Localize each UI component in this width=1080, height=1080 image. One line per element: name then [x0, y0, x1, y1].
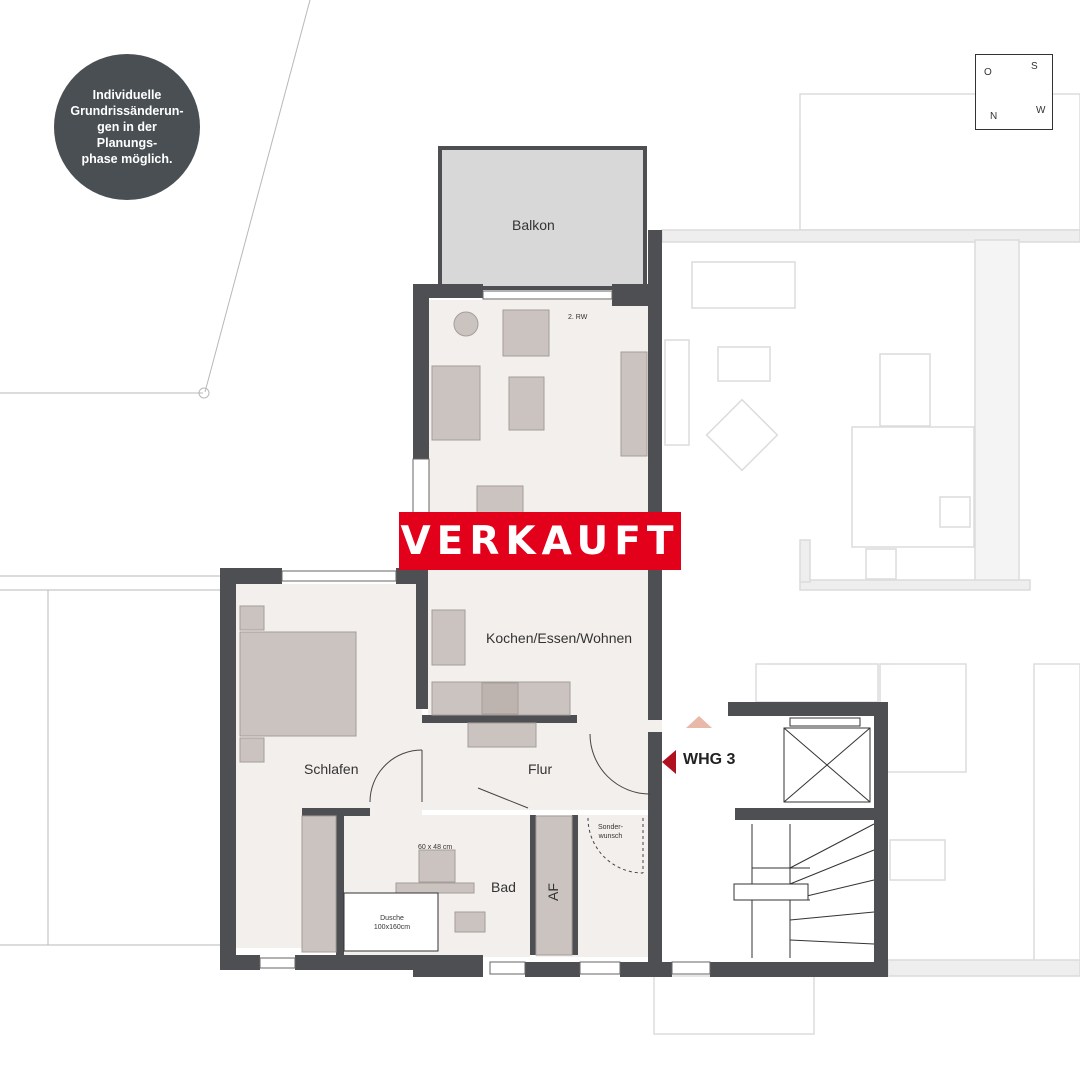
note-text: Individuelle Grundrissänderun- gen in de… [70, 88, 184, 166]
balcony [438, 146, 647, 290]
furniture [239, 309, 648, 956]
sink-size-note: 60 x 48 cm [418, 844, 453, 851]
dusche-note: Dusche 100x160cm [373, 915, 411, 931]
compass-letter-o: O [984, 67, 992, 78]
compass-letter-n: N [990, 111, 998, 122]
window-note: 2. RW [568, 314, 588, 321]
compass-letter-s: S [1031, 61, 1038, 72]
stairs [733, 717, 875, 958]
compass-letter-w: W [1036, 105, 1046, 116]
stairwell [662, 702, 888, 962]
note-badge: Individuelle Grundrissänderun- gen in de… [54, 54, 200, 200]
room-label-bad: Bad [491, 879, 516, 895]
unit-marker-icon [662, 750, 676, 774]
entrance-triangle [686, 716, 712, 728]
room-label-kochen-essen-wohnen: Kochen/Essen/Wohnen [486, 630, 633, 646]
room-label-flur: Flur [528, 761, 553, 777]
walls [220, 230, 888, 977]
room-label-balkon: Balkon [512, 217, 555, 233]
sold-stamp-text: VERKAUFT [400, 518, 680, 564]
sold-stamp: VERKAUFT [399, 512, 681, 570]
sonderwunsch-note: Sonder- wunsch [598, 824, 623, 840]
unit-label: WHG 3 [683, 751, 736, 768]
compass-box: O S W N [975, 54, 1053, 130]
room-label-af: AF [544, 883, 561, 901]
room-label-schlafen: Schlafen [304, 761, 359, 777]
doors [369, 733, 651, 874]
site-lines [0, 0, 311, 946]
